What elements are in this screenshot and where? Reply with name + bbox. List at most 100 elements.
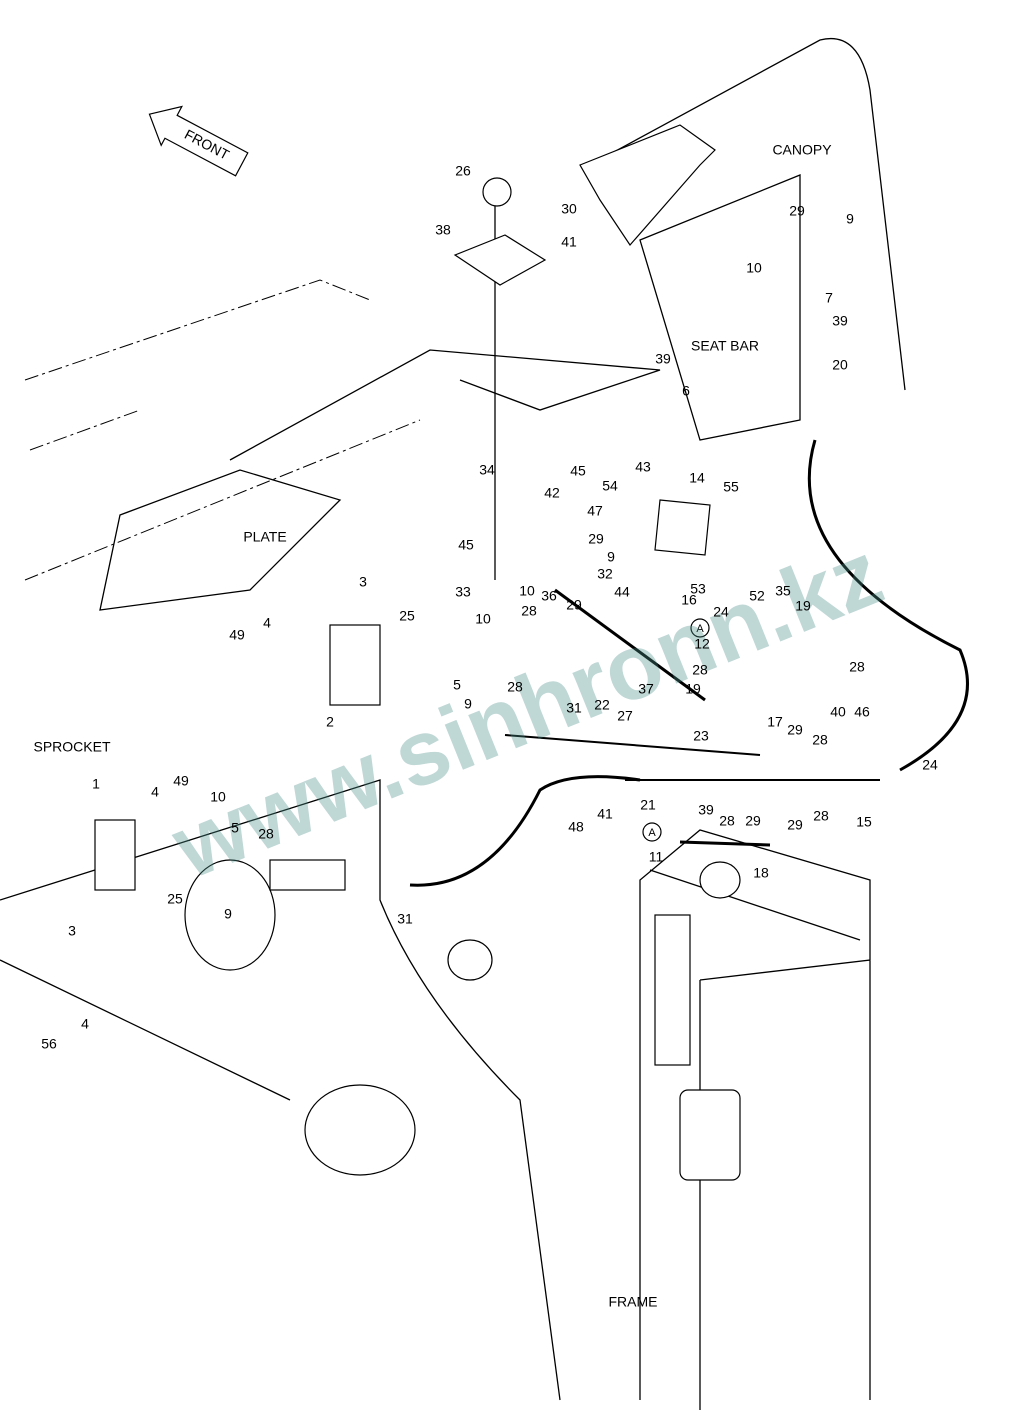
callout-number: 26 (455, 163, 471, 179)
callout-number: 53 (690, 581, 706, 597)
callout-number: 23 (693, 728, 709, 744)
callout-number: 5 (231, 820, 239, 836)
callout-number: 12 (694, 636, 710, 652)
svg-text:A: A (696, 623, 704, 635)
callout-number: 31 (566, 700, 582, 716)
cable-31 (504, 734, 761, 756)
callout-number: 45 (458, 537, 474, 553)
callout-number: 30 (561, 201, 577, 217)
callout-number: 28 (507, 679, 523, 695)
pedal-plate-2 (329, 624, 381, 706)
callout-number: 24 (713, 604, 729, 620)
callout-number: 28 (692, 662, 708, 678)
callout-number: 6 (682, 383, 690, 399)
callout-number: 29 (787, 722, 803, 738)
callout-number: 4 (81, 1016, 89, 1032)
front-arrow: FRONT (148, 105, 249, 177)
callout-number: 11 (649, 849, 664, 865)
callout-number: 40 (830, 704, 846, 720)
callout-number: 29 (588, 531, 604, 547)
callout-number: 28 (812, 732, 828, 748)
plate-outline (99, 349, 661, 611)
canopy-label: CANOPY (772, 142, 832, 158)
callout-number: 47 (587, 503, 603, 519)
callout-number: 2 (326, 714, 334, 730)
reference-marker-a: A (690, 618, 710, 638)
pedal-plate-1 (94, 819, 136, 891)
seat-bar-grid (639, 174, 801, 441)
axle-hub (304, 1084, 416, 1176)
callout-number: 52 (749, 588, 765, 604)
bracket-14 (654, 499, 711, 556)
rod-44 (554, 588, 706, 702)
callout-number: 27 (617, 708, 633, 724)
callout-number: 31 (397, 911, 413, 927)
knob-26 (482, 177, 512, 207)
callout-number: 37 (638, 681, 654, 697)
callout-number: 45 (570, 463, 586, 479)
frame-label: FRAME (609, 1294, 658, 1310)
frame-hole (699, 861, 741, 899)
callout-number: 18 (753, 865, 769, 881)
callout-number: 56 (41, 1036, 57, 1052)
callout-number: 21 (640, 797, 656, 813)
canopy-bracket (579, 124, 716, 246)
callout-number: 29 (745, 813, 761, 829)
callout-number: 48 (568, 819, 584, 835)
callout-number: 44 (614, 584, 630, 600)
callout-number: 3 (68, 923, 76, 939)
callout-number: 9 (846, 211, 854, 227)
callout-number: 41 (561, 234, 577, 250)
callout-number: 34 (479, 462, 495, 478)
callout-number: 38 (435, 222, 451, 238)
callout-number: 9 (607, 549, 615, 565)
callout-number: 22 (594, 697, 610, 713)
callout-number: 19 (795, 598, 811, 614)
callout-number: 29 (789, 203, 805, 219)
callout-number: 9 (224, 906, 232, 922)
frame-outline (0, 779, 871, 1410)
callout-number: 16 (681, 592, 697, 608)
callout-number: 42 (544, 485, 560, 501)
frame-slot-plate (654, 914, 691, 1066)
callout-number: 39 (698, 802, 714, 818)
rod-11 (679, 840, 771, 847)
callout-number: 32 (597, 566, 613, 582)
callout-number: 46 (854, 704, 870, 720)
callout-number: 29 (566, 597, 582, 613)
cable-seat-bar (807, 439, 969, 772)
callout-number: 49 (229, 627, 245, 643)
callout-number: 20 (832, 357, 848, 373)
callout-number: 1 (92, 776, 100, 792)
seat-bar-label: SEAT BAR (691, 338, 759, 354)
callout-number: 19 (685, 681, 701, 697)
callout-number: 29 (787, 817, 803, 833)
callout-number: 28 (849, 659, 865, 675)
cable-lower (409, 775, 641, 887)
callout-number: 10 (519, 583, 535, 599)
callout-number: 28 (521, 603, 537, 619)
reference-marker-a: A (642, 822, 662, 842)
callout-number: 39 (655, 351, 671, 367)
callout-number: 28 (719, 813, 735, 829)
callout-number: 4 (263, 615, 271, 631)
callout-number: 15 (856, 814, 872, 830)
gate-plate-38 (453, 234, 547, 286)
callout-number: 35 (775, 583, 791, 599)
callout-number: 10 (210, 789, 226, 805)
block (269, 859, 346, 891)
canopy-outline (589, 38, 906, 391)
callout-number: 49 (173, 773, 189, 789)
callout-number: 55 (723, 479, 739, 495)
callout-number: 25 (167, 891, 183, 907)
callout-number: 41 (597, 806, 613, 822)
callout-number: 14 (689, 470, 705, 486)
callout-number: 39 (832, 313, 848, 329)
callout-number: 28 (813, 808, 829, 824)
callout-number: 3 (359, 574, 367, 590)
plate-label: PLATE (243, 529, 286, 545)
callout-number: 7 (825, 290, 833, 306)
svg-text:A: A (648, 827, 656, 839)
callout-number: 4 (151, 784, 159, 800)
callout-number: 10 (475, 611, 491, 627)
